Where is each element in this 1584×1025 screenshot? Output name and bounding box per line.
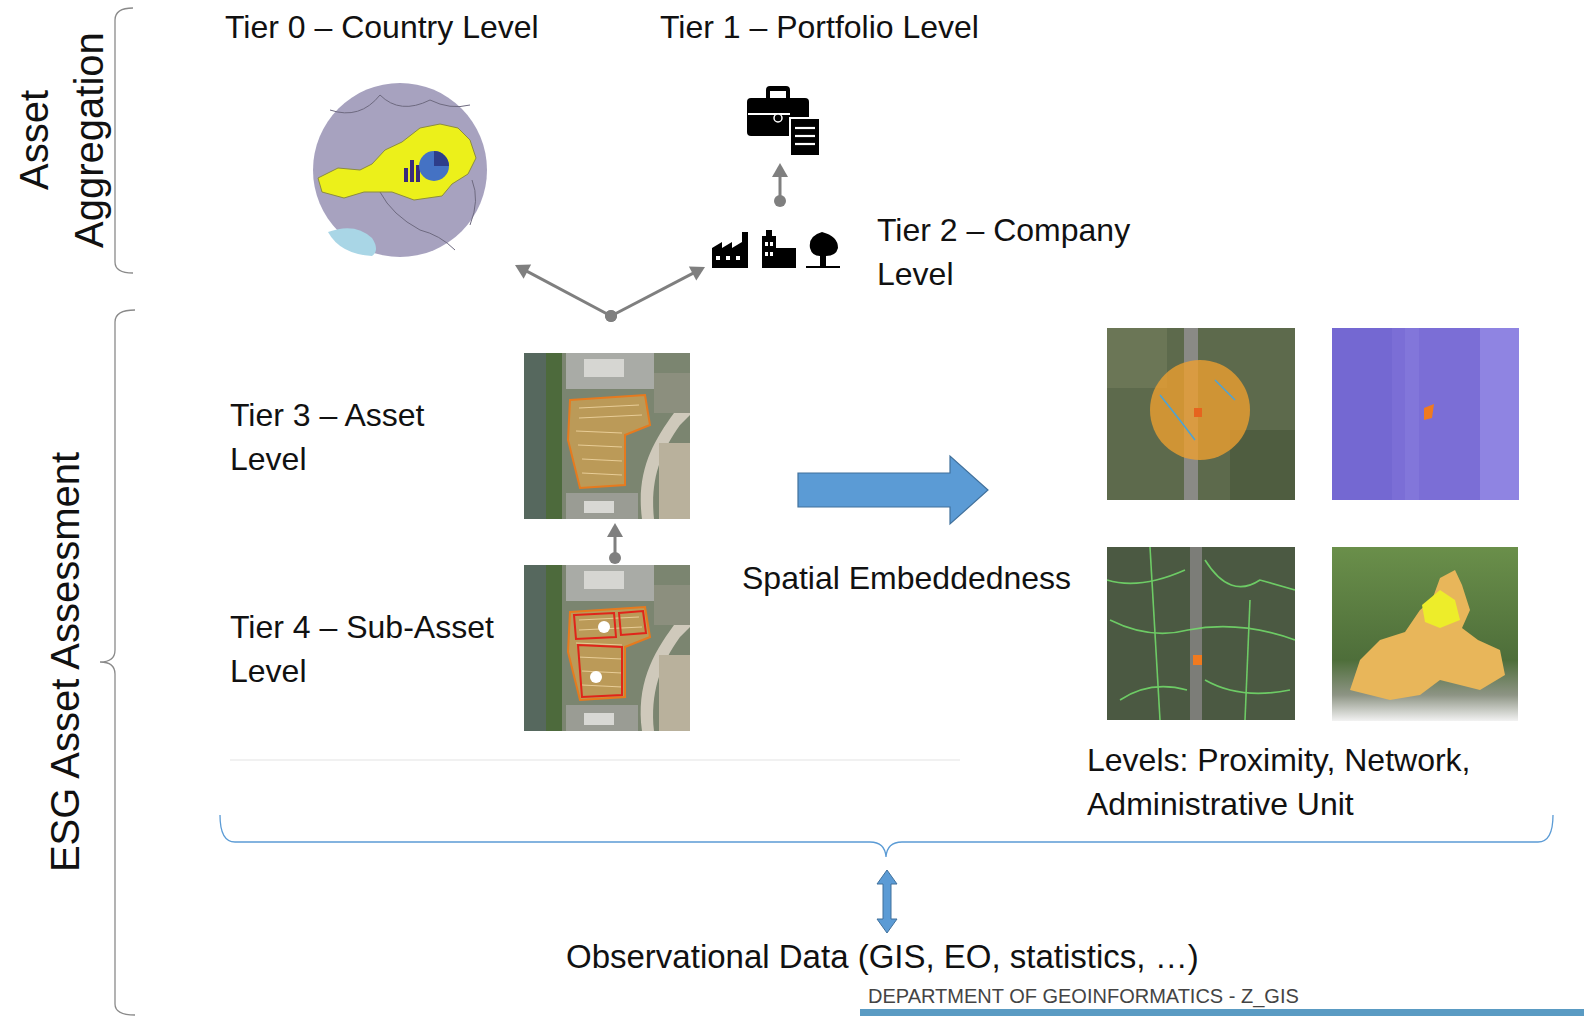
arrowhead: [689, 266, 705, 280]
tier-label: Tier 3 – Asset Level: [230, 393, 460, 481]
connector: [772, 163, 788, 207]
connector-line: [611, 272, 696, 316]
tier-node: Tier 1 – Portfolio Level: [655, 5, 1010, 163]
junction-dot: [605, 310, 617, 322]
tier-node: Tier 3 – Asset Level: [225, 320, 695, 522]
connector: [605, 266, 705, 322]
group-label: Asset Aggregation: [7, 10, 117, 270]
junction-dot: [609, 552, 621, 564]
tier-label: Tier 0 – Country Level: [225, 5, 539, 49]
tier-node: Tier 4 – Sub-Asset Level: [225, 562, 695, 734]
tier-label: Tier 1 – Portfolio Level: [660, 5, 979, 49]
group-label: ESG Asset Assessment: [40, 402, 90, 922]
tier-label: Tier 2 – Company Level: [877, 208, 1152, 296]
edge-label: Spatial Embeddedness: [742, 558, 1071, 598]
junction-dot: [774, 195, 786, 207]
arrowhead: [515, 265, 531, 279]
arrowhead: [772, 163, 788, 177]
connector: [607, 523, 623, 564]
junction-dot: [605, 310, 617, 322]
data-source-label: Observational Data (GIS, EO, statistics,…: [566, 936, 1199, 978]
tier-node: Tier 2 – Company Level: [705, 205, 1156, 300]
tier-label: Tier 4 – Sub-Asset Level: [230, 605, 510, 693]
block-arrow-shape: [798, 456, 988, 524]
tier-label: Levels: Proximity, Network, Administrati…: [1087, 738, 1517, 826]
connector: [515, 265, 617, 322]
tier-node: Levels: Proximity, Network, Administrati…: [1085, 325, 1525, 830]
arrowhead: [607, 523, 623, 537]
footer-label: DEPARTMENT OF GEOINFORMATICS - Z_GIS: [868, 984, 1299, 1008]
block-arrow: [798, 456, 988, 524]
tier-node: Tier 0 – Country Level: [220, 5, 565, 265]
connector-line: [524, 270, 611, 316]
